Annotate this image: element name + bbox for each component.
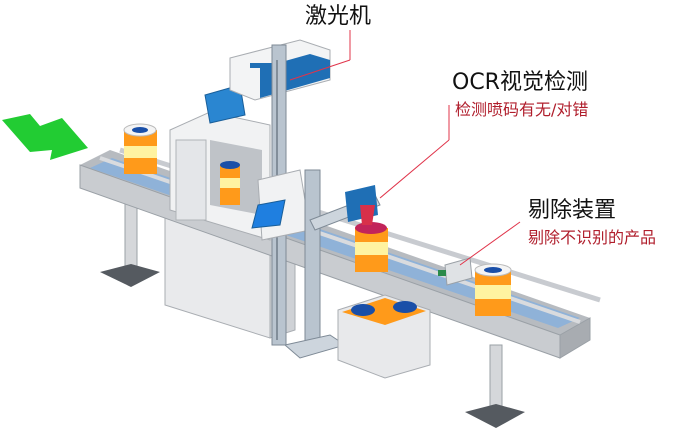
left-conveyor-leg [100, 199, 160, 287]
ocr-sublabel: 检测喷码有无/对错 [455, 100, 589, 119]
infeed-arrow-icon [2, 114, 88, 160]
product-can [123, 123, 157, 174]
laser-label: 激光机 [305, 4, 372, 29]
reject-annotation-line [459, 221, 521, 266]
ocr-annotation-line [379, 139, 450, 199]
product-can [474, 263, 512, 316]
reject-bin [337, 294, 431, 379]
reject-device [438, 257, 473, 286]
reject-sublabel: 剔除不识别的产品 [528, 228, 657, 247]
ocr-camera [251, 169, 381, 359]
laser-annotation-line [289, 59, 351, 81]
right-conveyor-leg [465, 344, 525, 428]
reject-label: 剔除装置 [528, 198, 617, 223]
product-can [220, 161, 240, 205]
product-can [355, 222, 388, 272]
ocr-label: OCR视觉检测 [452, 70, 588, 95]
